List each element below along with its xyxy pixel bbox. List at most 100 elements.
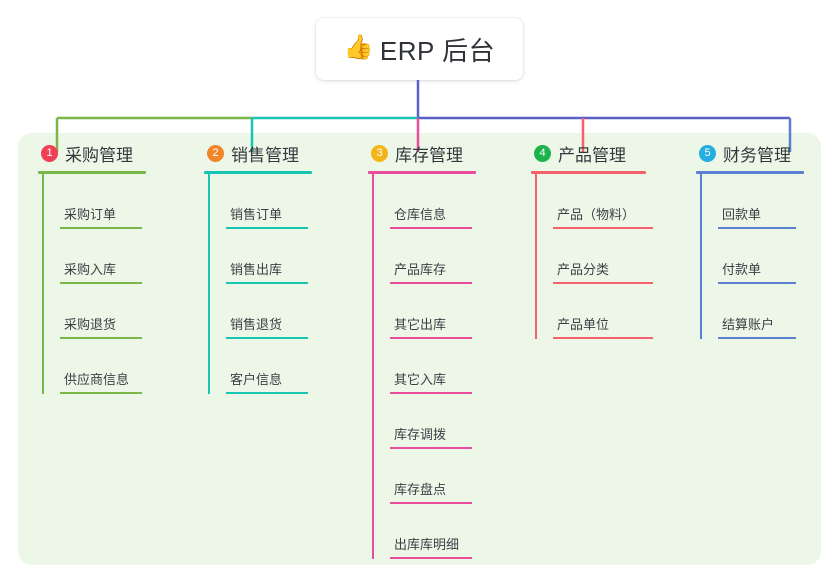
leaf-label: 出库库明细 [394, 537, 460, 552]
leaf-item[interactable]: 结算账户 [718, 284, 826, 339]
leaf-item[interactable]: 产品（物料） [553, 174, 681, 229]
branch-rule [696, 171, 804, 174]
leaf-label: 仓库信息 [394, 207, 447, 222]
leaf-item[interactable]: 库存调拨 [390, 394, 518, 449]
leaf-label: 销售订单 [230, 207, 283, 222]
leaf-item[interactable]: 回款单 [718, 174, 826, 229]
leaf-underline [390, 557, 472, 559]
leaf-label: 供应商信息 [64, 372, 130, 387]
branch-index-badge: 3 [371, 144, 388, 162]
leaf-item[interactable]: 其它出库 [390, 284, 518, 339]
leaf-list: 回款单付款单结算账户 [696, 174, 826, 339]
root-title: ERP 后台 [379, 35, 496, 66]
leaf-underline [553, 227, 653, 229]
branch-1[interactable]: 1 采购管理采购订单采购入库采购退货供应商信息 [38, 140, 188, 394]
leaf-item[interactable]: 供应商信息 [60, 339, 188, 394]
branch-index-badge: 5 [699, 144, 716, 162]
branch-4[interactable]: 4 产品管理产品（物料） 产品分类产品单位 [531, 140, 681, 339]
branch-header-5[interactable]: 5 财务管理 [696, 140, 826, 166]
leaf-item[interactable]: 采购入库 [60, 229, 188, 284]
leaf-list: 产品（物料） 产品分类产品单位 [531, 174, 681, 339]
leaf-label: 销售退货 [230, 317, 283, 332]
branch-2[interactable]: 2 销售管理销售订单销售出库销售退货客户信息 [204, 140, 354, 394]
leaf-underline [60, 227, 142, 229]
branch-rule [204, 171, 312, 174]
leaf-item[interactable]: 采购退货 [60, 284, 188, 339]
leaf-item[interactable]: 销售订单 [226, 174, 354, 229]
leaf-label: 其它入库 [394, 372, 447, 387]
branch-title: 采购管理 [65, 145, 133, 165]
leaf-item[interactable]: 产品分类 [553, 229, 681, 284]
leaf-item[interactable]: 销售出库 [226, 229, 354, 284]
branch-spine [372, 174, 374, 559]
leaf-underline [390, 282, 472, 284]
branch-spine [42, 174, 44, 394]
leaf-underline [226, 282, 308, 284]
root-node[interactable]: 👍 ERP 后台 [316, 18, 523, 80]
branch-rule [368, 171, 476, 174]
leaf-underline [60, 282, 142, 284]
leaf-list: 采购订单采购入库采购退货供应商信息 [38, 174, 188, 394]
leaf-label: 采购退货 [64, 317, 117, 332]
leaf-list: 销售订单销售出库销售退货客户信息 [204, 174, 354, 394]
leaf-underline [553, 337, 653, 339]
leaf-underline [390, 502, 472, 504]
leaf-label: 库存盘点 [394, 482, 447, 497]
leaf-item[interactable]: 仓库信息 [390, 174, 518, 229]
thumbs-up-icon: 👍 [343, 34, 374, 61]
branch-index-badge: 4 [534, 144, 551, 162]
leaf-item[interactable]: 付款单 [718, 229, 826, 284]
leaf-label: 采购订单 [64, 207, 117, 222]
branch-rule [531, 171, 646, 174]
branch-spine [535, 174, 537, 339]
branch-5[interactable]: 5 财务管理回款单付款单结算账户 [696, 140, 826, 339]
branch-rule [38, 171, 146, 174]
leaf-item[interactable]: 其它入库 [390, 339, 518, 394]
branch-index-badge: 1 [41, 144, 58, 162]
leaf-label: 产品（物料） [557, 207, 636, 222]
leaf-label: 产品库存 [394, 262, 447, 277]
leaf-label: 其它出库 [394, 317, 447, 332]
leaf-underline [390, 337, 472, 339]
leaf-item[interactable]: 销售退货 [226, 284, 354, 339]
branch-3[interactable]: 3 库存管理仓库信息产品库存其它出库其它入库库存调拨库存盘点出库库明细 [368, 140, 518, 559]
leaf-label: 库存调拨 [394, 427, 447, 442]
leaf-underline [60, 337, 142, 339]
branch-title: 库存管理 [395, 145, 463, 165]
leaf-underline [226, 227, 308, 229]
leaf-label: 结算账户 [722, 317, 775, 332]
leaf-label: 客户信息 [230, 372, 283, 387]
leaf-underline [390, 392, 472, 394]
leaf-item[interactable]: 采购订单 [60, 174, 188, 229]
branch-spine [700, 174, 702, 339]
leaf-label: 采购入库 [64, 262, 117, 277]
leaf-underline [60, 392, 142, 394]
leaf-list: 仓库信息产品库存其它出库其它入库库存调拨库存盘点出库库明细 [368, 174, 518, 559]
leaf-label: 产品分类 [557, 262, 610, 277]
leaf-item[interactable]: 产品单位 [553, 284, 681, 339]
leaf-label: 销售出库 [230, 262, 283, 277]
leaf-item[interactable]: 客户信息 [226, 339, 354, 394]
branch-title: 财务管理 [723, 145, 791, 165]
leaf-underline [226, 392, 308, 394]
branch-header-2[interactable]: 2 销售管理 [204, 140, 354, 166]
leaf-underline [718, 227, 796, 229]
branch-header-4[interactable]: 4 产品管理 [531, 140, 681, 166]
branch-header-1[interactable]: 1 采购管理 [38, 140, 188, 166]
branch-index-badge: 2 [207, 144, 224, 162]
branch-spine [208, 174, 210, 394]
leaf-item[interactable]: 库存盘点 [390, 449, 518, 504]
leaf-underline [390, 447, 472, 449]
leaf-underline [226, 337, 308, 339]
mindmap-panel [18, 133, 821, 565]
leaf-item[interactable]: 产品库存 [390, 229, 518, 284]
branch-header-3[interactable]: 3 库存管理 [368, 140, 518, 166]
leaf-underline [553, 282, 653, 284]
branch-title: 销售管理 [231, 145, 299, 165]
branch-title: 产品管理 [558, 145, 626, 165]
leaf-item[interactable]: 出库库明细 [390, 504, 518, 559]
leaf-underline [390, 227, 472, 229]
leaf-label: 回款单 [722, 207, 762, 222]
leaf-underline [718, 282, 796, 284]
leaf-underline [718, 337, 796, 339]
